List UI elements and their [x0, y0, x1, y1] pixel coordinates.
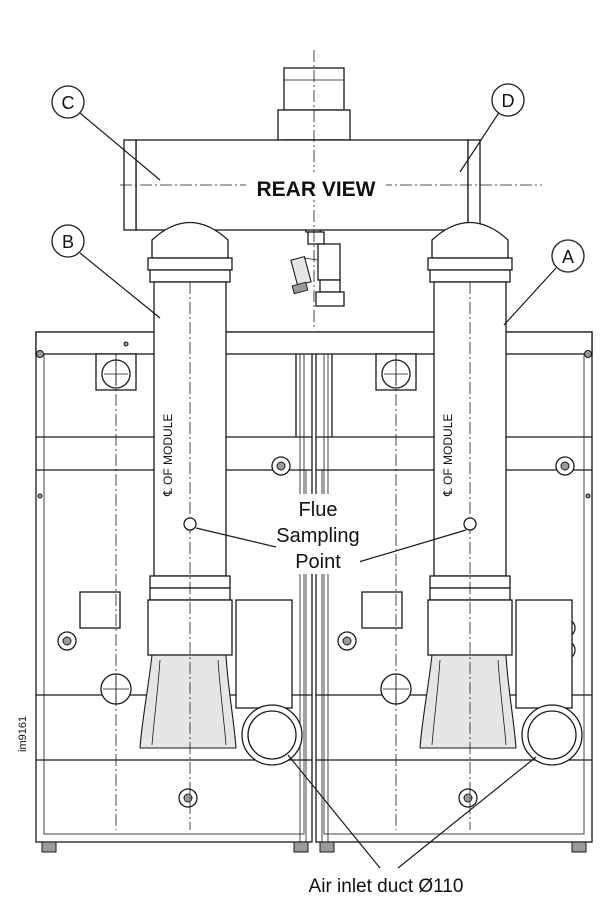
edge-bolts: [36, 341, 592, 499]
title-backing: [246, 172, 386, 200]
drawing-title: REAR VIEW: [256, 178, 375, 201]
top-rail: [35, 331, 593, 355]
left-centerline-label: ℄ OF MODULE: [161, 414, 175, 497]
callout-d: D: [491, 83, 525, 117]
flue-label-line3: Point: [295, 551, 341, 573]
right-module-ports: [337, 353, 576, 808]
svg-text:A: A: [562, 247, 574, 267]
air-inlet-ducts: [241, 704, 583, 766]
right-centerline-label: ℄ OF MODULE: [441, 414, 455, 497]
svg-text:C: C: [62, 93, 75, 113]
callout-b: B: [51, 224, 85, 258]
left-fan-assembly: [139, 654, 237, 749]
flue-label-line2: Sampling: [276, 525, 359, 547]
callout-a: A: [551, 239, 585, 273]
svg-text:B: B: [62, 232, 74, 252]
svg-text:D: D: [502, 91, 515, 111]
right-fan-assembly: [419, 654, 517, 749]
flue-sampling-points: [183, 517, 477, 531]
image-reference: im9161: [17, 716, 29, 752]
flue-label-line1: Flue: [299, 499, 338, 521]
flue-label-backing: [276, 494, 360, 574]
feet: [41, 841, 587, 853]
condensate-trap: [290, 231, 345, 307]
flue-header: [123, 67, 481, 233]
callout-c: C: [51, 85, 85, 119]
air-inlet-label: Air inlet duct Ø110: [309, 876, 464, 897]
